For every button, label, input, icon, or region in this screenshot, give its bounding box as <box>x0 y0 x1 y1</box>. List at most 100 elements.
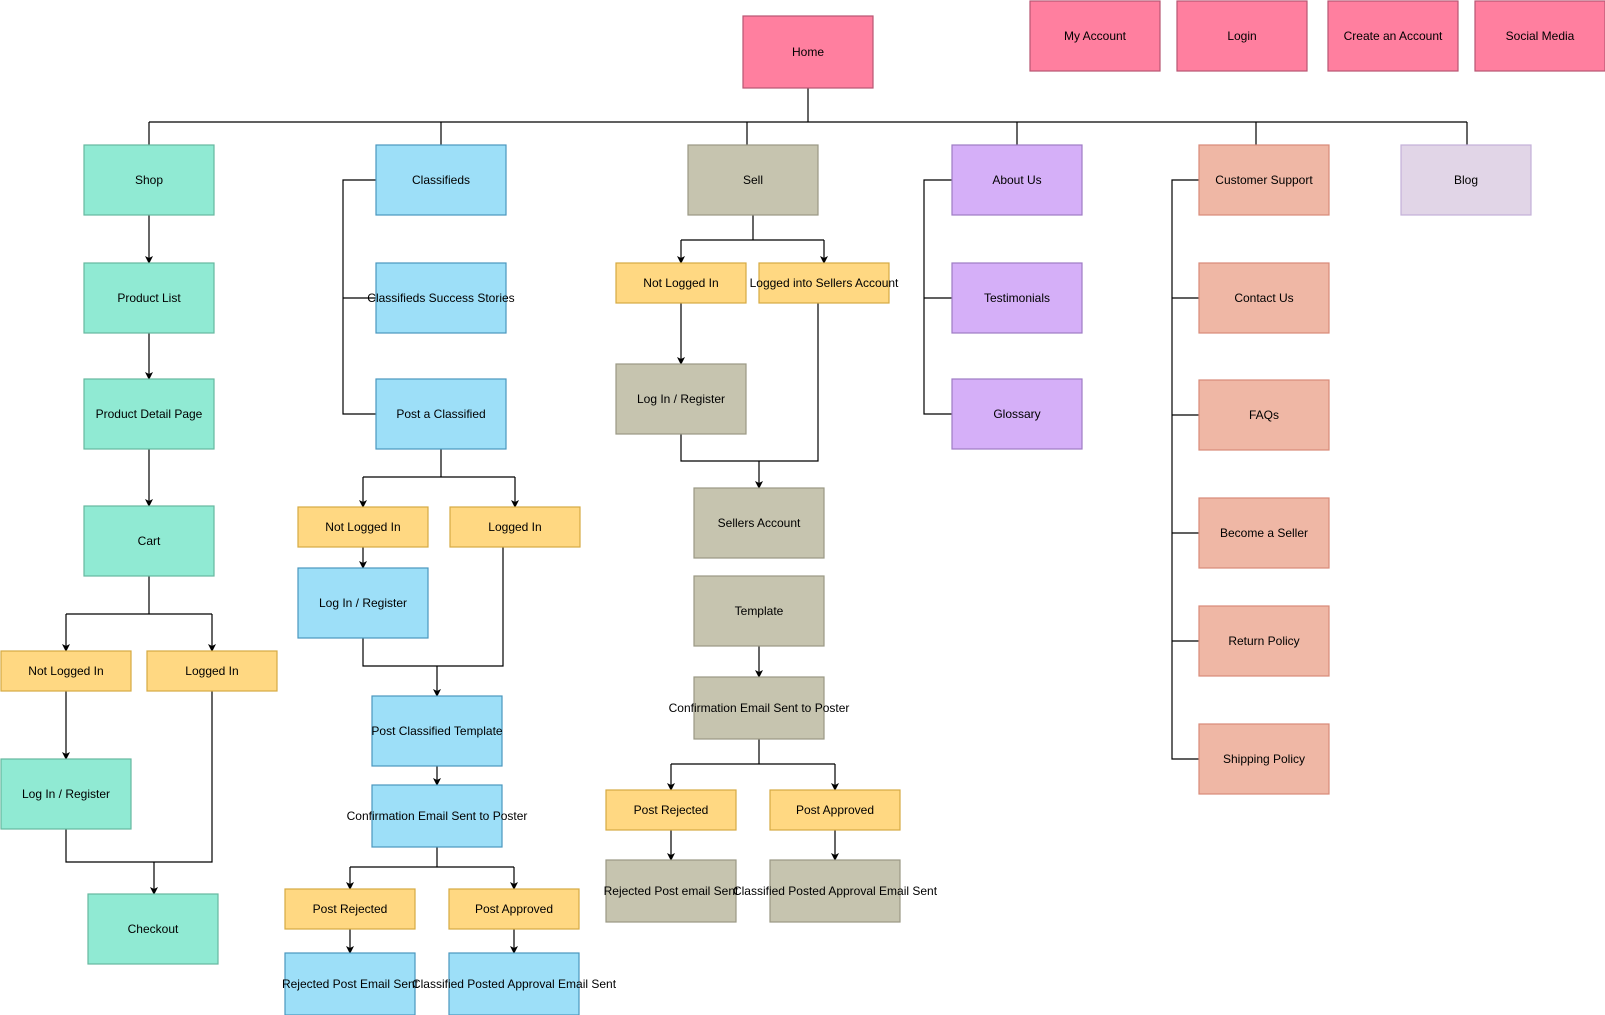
node-box <box>371 784 503 848</box>
node-sell: Sell <box>687 144 819 216</box>
node-box <box>1198 262 1330 334</box>
node-label: Blog <box>1454 173 1478 187</box>
node-label: Log In / Register <box>637 392 725 406</box>
node-create-account: Create an Account <box>1327 0 1459 72</box>
node-label: Post Approved <box>796 803 874 817</box>
node-about-us: About Us <box>951 144 1083 216</box>
node-template: Template <box>693 575 825 647</box>
connector-lines <box>62 88 1468 954</box>
node-box <box>83 262 215 334</box>
node-shipping-policy: Shipping Policy <box>1198 723 1330 795</box>
node-label: Classified Posted Approval Email Sent <box>733 884 938 898</box>
node-sell-login-register: Log In / Register <box>615 363 747 435</box>
node-post-classified: Post a Classified <box>375 378 507 450</box>
connector-line <box>680 434 759 462</box>
node-label: Checkout <box>128 922 179 936</box>
node-label: Cart <box>138 534 161 548</box>
node-label: Customer Support <box>1215 173 1313 187</box>
node-sell-logged-sellers: Logged into Sellers Account <box>750 262 899 304</box>
node-label: Sell <box>743 173 763 187</box>
node-cl-approval-email: Classified Posted Approval Email Sent <box>412 952 617 1015</box>
node-label: Classified Posted Approval Email Sent <box>412 977 617 991</box>
node-label: Contact Us <box>1234 291 1293 305</box>
node-box <box>693 676 825 740</box>
node-cl-not-logged-in: Not Logged In <box>297 506 429 548</box>
node-label: Rejected Post email Sent <box>604 884 739 898</box>
node-my-account: My Account <box>1029 0 1161 72</box>
node-cl-confirmation: Confirmation Email Sent to Poster <box>347 784 527 848</box>
node-label: Rejected Post Email Sent <box>282 977 419 991</box>
node-shop: Shop <box>83 144 215 216</box>
node-label: Shop <box>135 173 163 187</box>
node-box <box>448 888 580 930</box>
node-label: Confirmation Email Sent to Poster <box>669 701 850 715</box>
node-shop-logged-in: Logged In <box>146 650 278 692</box>
node-box <box>375 262 507 334</box>
node-box <box>1176 0 1308 72</box>
node-blog: Blog <box>1400 144 1532 216</box>
node-box <box>605 789 737 831</box>
node-faqs: FAQs <box>1198 379 1330 451</box>
node-label: Logged into Sellers Account <box>750 276 899 290</box>
node-box <box>1327 0 1459 72</box>
node-label: Glossary <box>993 407 1040 421</box>
node-label: Log In / Register <box>22 787 110 801</box>
node-box <box>87 893 219 965</box>
node-label: Classifieds <box>412 173 470 187</box>
node-label: Product Detail Page <box>96 407 203 421</box>
node-sell-not-logged-in: Not Logged In <box>615 262 747 304</box>
node-box <box>1198 497 1330 569</box>
node-label: Create an Account <box>1344 29 1443 43</box>
node-label: About Us <box>992 173 1041 187</box>
node-label: Classifieds Success Stories <box>367 291 514 305</box>
node-box <box>1198 379 1330 451</box>
connector-line <box>923 179 952 415</box>
node-box <box>83 378 215 450</box>
node-box <box>1029 0 1161 72</box>
node-box <box>769 859 901 923</box>
node-label: Sellers Account <box>718 516 801 530</box>
node-box <box>448 952 580 1015</box>
connector-line <box>437 547 504 667</box>
node-label: Post Rejected <box>634 803 709 817</box>
node-sell-confirmation: Confirmation Email Sent to Poster <box>669 676 850 740</box>
node-box <box>0 758 132 830</box>
node-box <box>605 859 737 923</box>
node-box <box>769 789 901 831</box>
connector-line <box>154 691 213 863</box>
node-box <box>1198 723 1330 795</box>
connector-line <box>1171 179 1199 760</box>
node-cl-post-rejected: Post Rejected <box>284 888 416 930</box>
node-box <box>615 262 747 304</box>
node-label: Logged In <box>488 520 541 534</box>
connector-line <box>342 179 376 415</box>
node-label: FAQs <box>1249 408 1279 422</box>
node-label: My Account <box>1064 29 1127 43</box>
node-become-seller: Become a Seller <box>1198 497 1330 569</box>
node-box <box>375 144 507 216</box>
node-box <box>687 144 819 216</box>
node-label: Not Logged In <box>643 276 718 290</box>
node-label: Post a Classified <box>396 407 485 421</box>
connector-line <box>65 829 154 863</box>
node-shop-not-logged-in: Not Logged In <box>0 650 132 692</box>
node-box <box>284 952 416 1015</box>
node-product-list: Product List <box>83 262 215 334</box>
node-label: Shipping Policy <box>1223 752 1305 766</box>
node-box <box>83 144 215 216</box>
node-box <box>449 506 581 548</box>
node-sellers-account: Sellers Account <box>693 487 825 559</box>
node-box <box>742 15 874 89</box>
node-cl-logged-in: Logged In <box>449 506 581 548</box>
node-label: Post Rejected <box>313 902 388 916</box>
node-box <box>951 144 1083 216</box>
node-glossary: Glossary <box>951 378 1083 450</box>
node-cart: Cart <box>83 505 215 577</box>
connector-line <box>759 303 819 462</box>
node-cl-login-register: Log In / Register <box>297 567 429 639</box>
node-sell-approval-email: Classified Posted Approval Email Sent <box>733 859 938 923</box>
node-box <box>375 378 507 450</box>
node-box <box>693 575 825 647</box>
node-box <box>1474 0 1605 72</box>
